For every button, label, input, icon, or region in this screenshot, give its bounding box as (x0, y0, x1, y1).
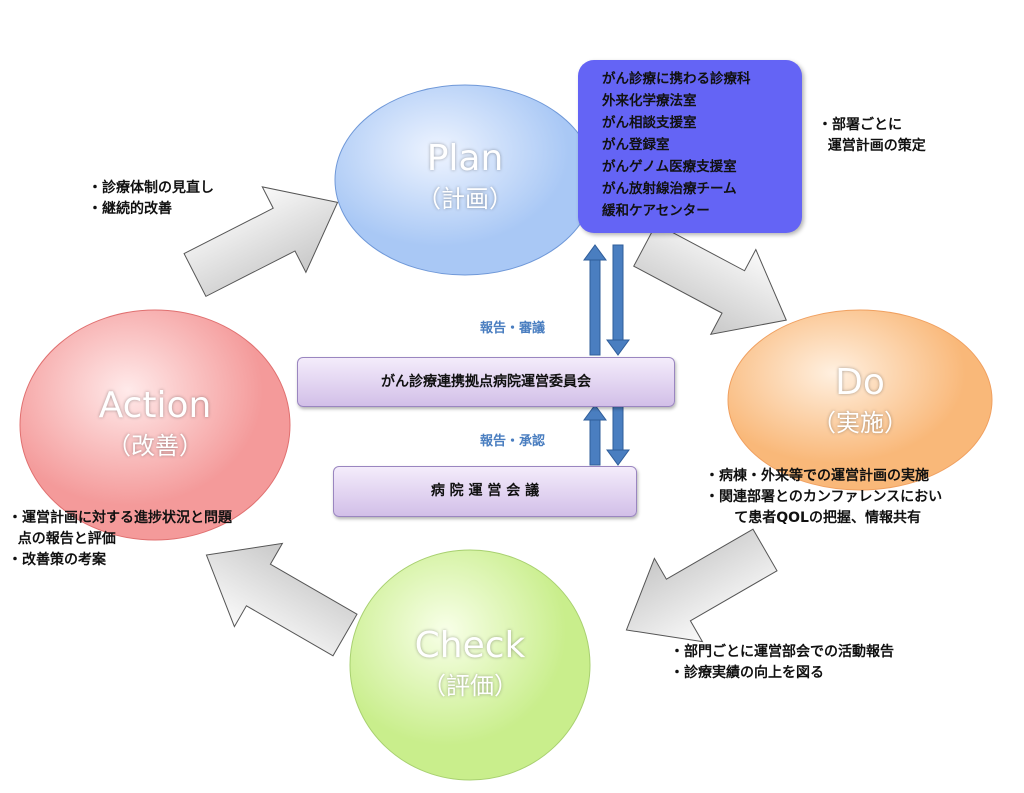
do-label: Do （実施） (728, 362, 992, 438)
department: 緩和ケアセンター (602, 203, 710, 219)
department: 外来化学療法室 (602, 93, 697, 109)
action-subtitle: （改善） (107, 432, 203, 460)
plan-subtitle: （計画） (417, 185, 513, 213)
departments-box: がん診療に携わる診療科 外来化学療法室 がん相談支援室 がん登録室 がんゲノム医… (578, 60, 802, 233)
meeting-box: 病 院 運 営 会 議 (333, 466, 637, 517)
action-circle (19, 309, 291, 541)
check-note: ・部門ごとに運営部会での活動報告 ・診療実績の向上を図る (670, 644, 894, 681)
action-top-note: ・診療体制の見直し ・継続的改善 (88, 180, 214, 217)
check-subtitle: （評価） (422, 672, 518, 700)
plan-label: Plan （計画） (335, 138, 595, 214)
check-circle (349, 549, 591, 781)
department: がん相談支援室 (602, 115, 697, 131)
plan-note: ・部署ごとに 運営計画の策定 (818, 117, 926, 154)
vertical-arrows (583, 244, 630, 466)
action-note: ・運営計画に対する進捗状況と問題 点の報告と評価 ・改善策の考案 (8, 510, 232, 568)
do-title: Do (835, 362, 885, 403)
flow-label-upper: 報告・審議 (480, 321, 546, 336)
check-title: Check (414, 625, 526, 666)
do-subtitle: （実施） (812, 409, 908, 437)
flow-label-lower: 報告・承認 (480, 434, 546, 449)
do-circle (727, 309, 993, 491)
department: がんゲノム医療支援室 (602, 159, 737, 175)
action-title: Action (98, 385, 212, 426)
department: がん登録室 (602, 137, 670, 153)
department: がん診療に携わる診療科 (602, 71, 751, 87)
check-label: Check （評価） (350, 625, 590, 701)
department: がん放射線治療チーム (602, 181, 737, 197)
action-label: Action （改善） (20, 385, 290, 461)
committee-box: がん診療連携拠点病院運営委員会 (297, 357, 675, 407)
do-note: ・病棟・外来等での運営計画の実施 ・関連部署とのカンファレンスにおい て患者QO… (705, 468, 943, 526)
plan-title: Plan (426, 138, 504, 179)
